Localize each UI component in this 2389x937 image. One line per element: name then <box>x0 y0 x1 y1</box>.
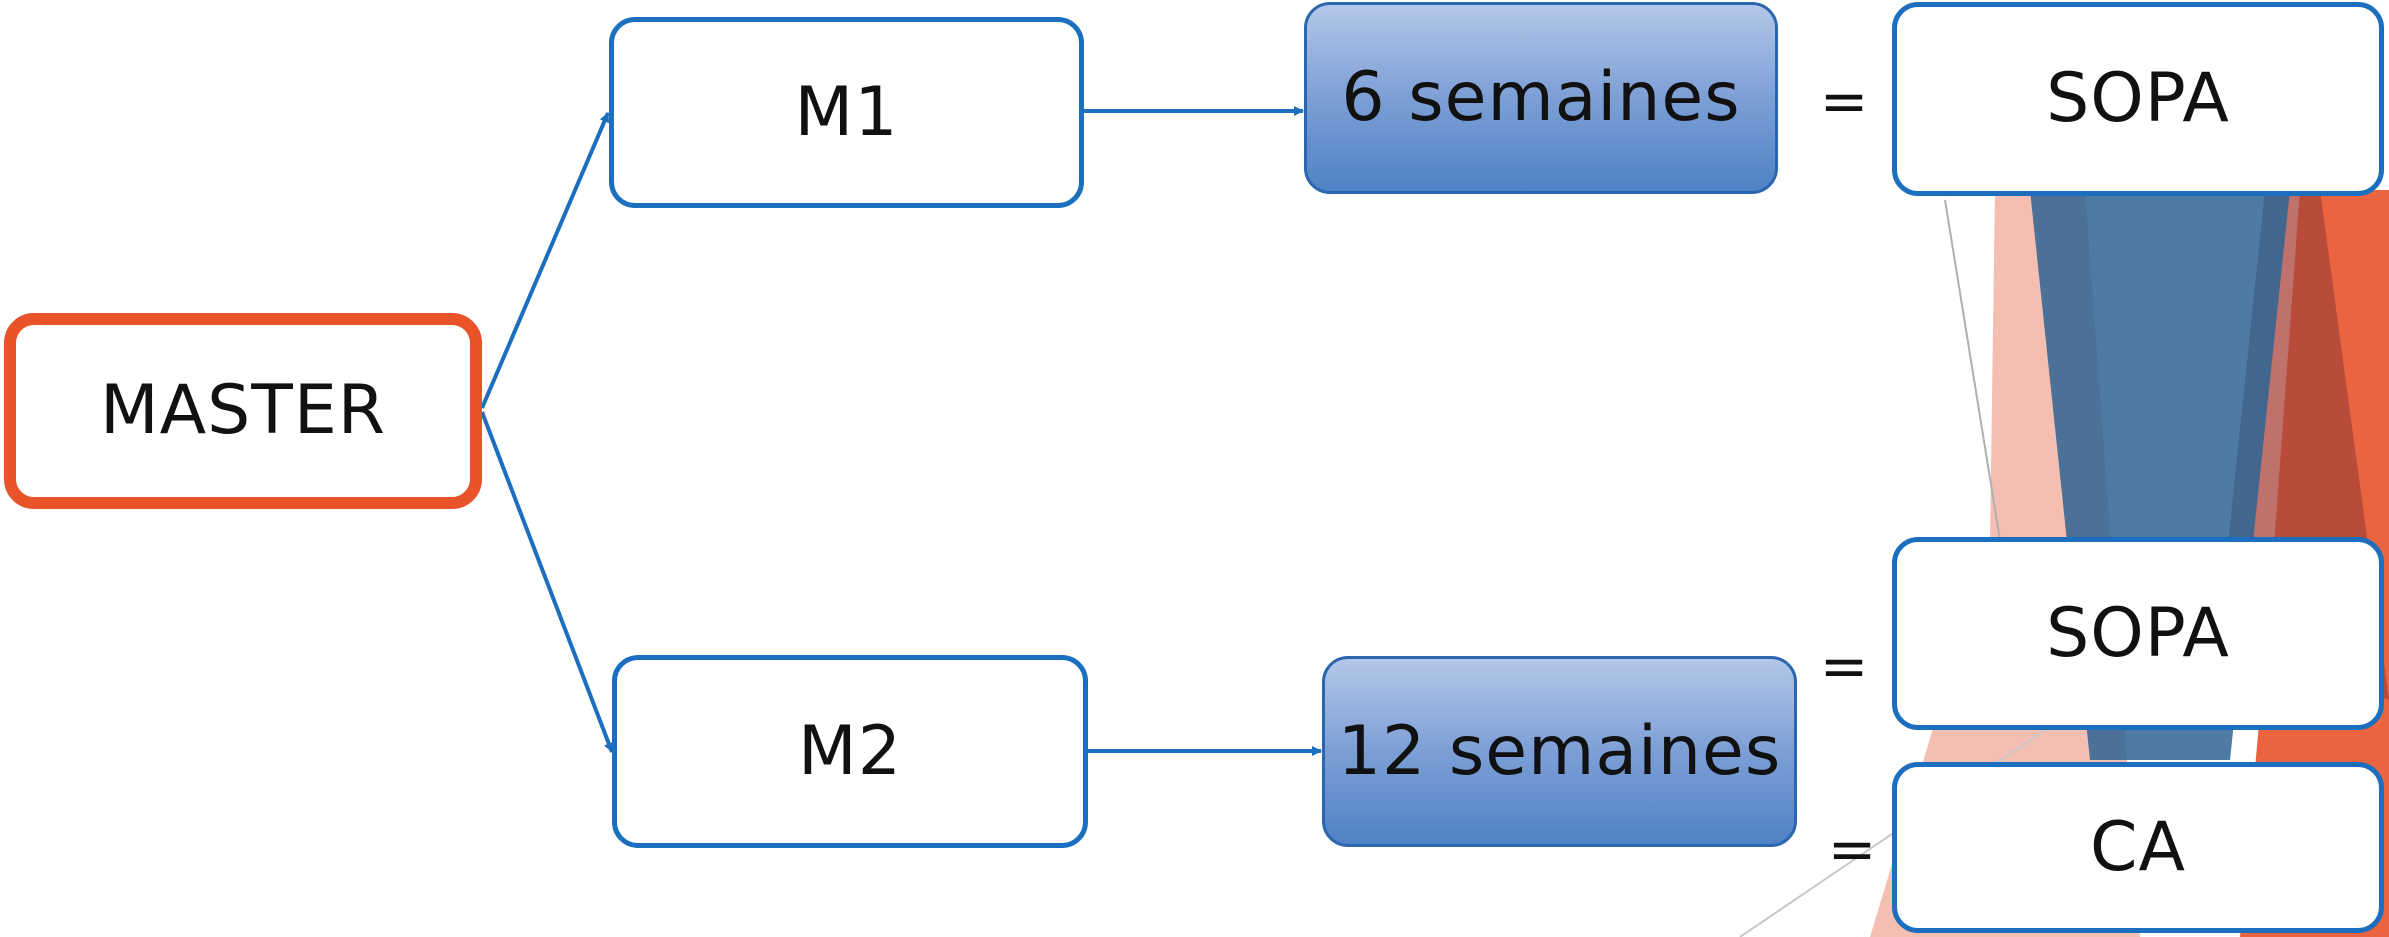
equals-sign-m1: = <box>1819 67 1869 135</box>
m2-outcome-ca: CA <box>1892 762 2384 933</box>
connector-master-m2 <box>480 411 614 753</box>
equals-sign-m2-sopa: = <box>1819 632 1869 700</box>
m2-outcome-sopa-label: SOPA <box>2046 593 2230 673</box>
m2-duration-label: 12 semaines <box>1337 711 1782 791</box>
deco-thin-line <box>1944 199 2001 541</box>
m1-label: M1 <box>794 72 899 152</box>
m2-label: M2 <box>798 711 902 791</box>
m1-node: M1 <box>609 17 1084 208</box>
connector-master-m1 <box>480 112 610 409</box>
master-label: MASTER <box>99 371 387 450</box>
m1-duration-node: 6 semaines <box>1304 2 1778 194</box>
m1-duration-label: 6 semaines <box>1341 58 1741 137</box>
m2-outcome-ca-label: CA <box>2090 807 2186 887</box>
m2-node: M2 <box>612 655 1088 848</box>
m1-outcome-sopa-label: SOPA <box>2046 59 2230 138</box>
equals-sign-m2-ca: = <box>1827 815 1877 883</box>
m2-duration-node: 12 semaines <box>1322 656 1797 847</box>
m1-outcome-sopa: SOPA <box>1892 2 2384 196</box>
master-node: MASTER <box>4 313 482 509</box>
m2-outcome-sopa: SOPA <box>1892 537 2384 730</box>
